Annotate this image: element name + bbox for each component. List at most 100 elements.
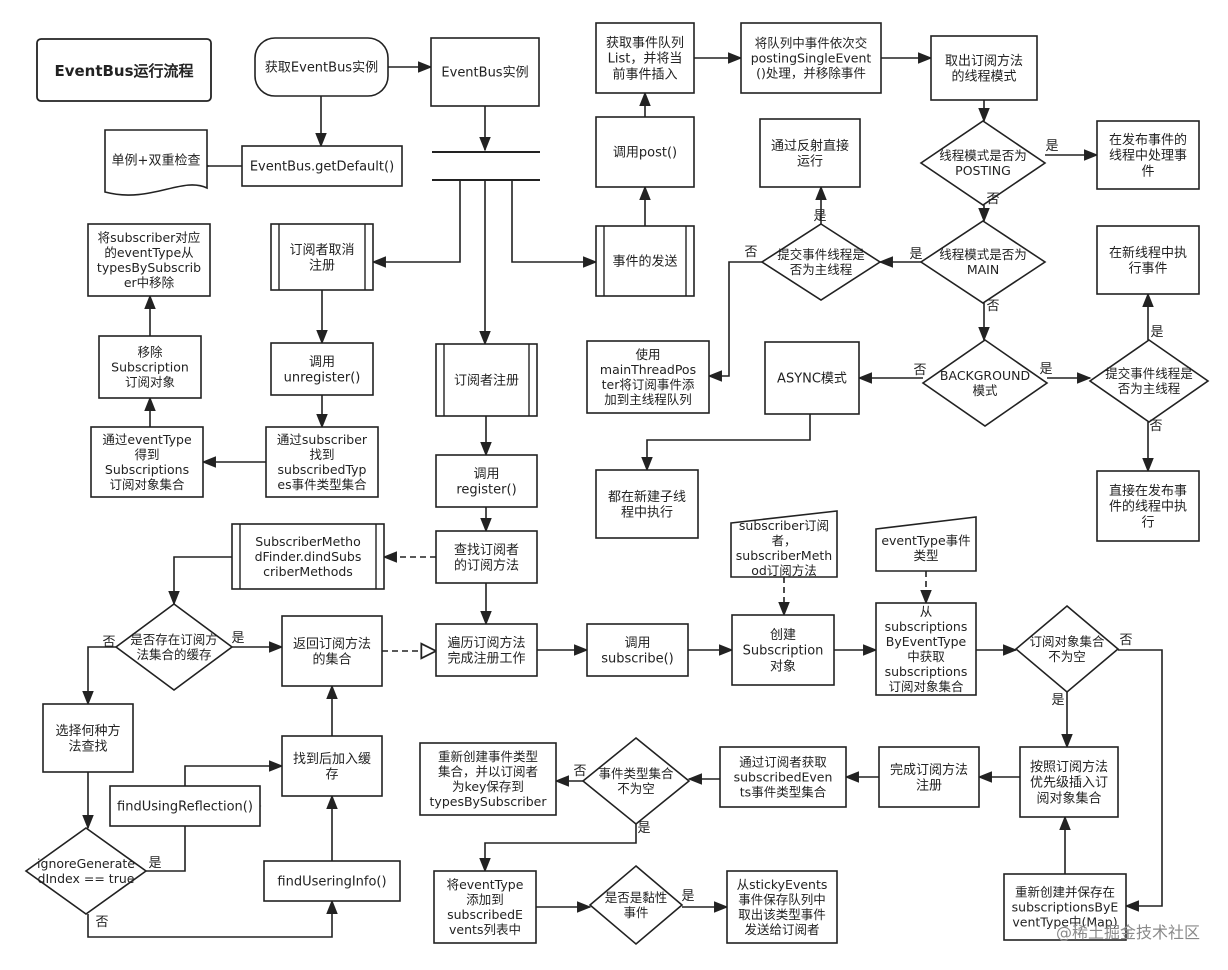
find_reflection-label: findUsingReflection() xyxy=(117,800,253,815)
eventbus_instance-label: EventBus实例 xyxy=(441,66,528,81)
node-iterate-methods: 遍历订阅方法完成注册工作 xyxy=(435,623,538,677)
edge-label-9: 否 xyxy=(95,915,108,930)
node-cache-exists: 是否存在订阅方法集合的缓存 xyxy=(114,603,234,691)
find_methods-label: 查找订阅者的订阅方法 xyxy=(454,543,519,574)
register-label: 订阅者注册 xyxy=(454,374,519,389)
connector-28 xyxy=(1118,649,1163,912)
edge-label-13: 是 xyxy=(813,209,826,224)
new_thread_exec-label: 都在新建子线程中执行 xyxy=(608,489,686,521)
node-new-thread-exec: 都在新建子线程中执行 xyxy=(595,469,699,539)
iterate_methods-label: 遍历订阅方法完成注册工作 xyxy=(447,635,525,667)
node-eventtype-note: eventType事件类型 xyxy=(875,516,977,572)
node-post-event: 事件的发送 xyxy=(595,225,695,297)
edge-label-19: 否 xyxy=(1149,419,1162,434)
edge-label-3: 否 xyxy=(1119,633,1132,648)
edge-label-4: 是 xyxy=(1051,693,1064,708)
edge-label-10: 是 xyxy=(1045,139,1058,154)
find_info-label: findUseringInfo() xyxy=(277,875,386,890)
connector-39 xyxy=(87,899,338,938)
add_cache-label: 找到后加入缓存 xyxy=(293,752,371,783)
node-find-reflection: findUsingReflection() xyxy=(109,785,261,827)
edge-label-16: 否 xyxy=(913,363,926,378)
get_instance-label: 获取EventBus实例 xyxy=(265,61,378,76)
edge-label-18: 是 xyxy=(1150,325,1163,340)
post_event-label: 事件的发送 xyxy=(612,254,677,270)
node-register: 订阅者注册 xyxy=(435,343,538,417)
eventtype_note-label: eventType事件类型 xyxy=(881,533,970,563)
new_thread_run-label: 在新线程中执行事件 xyxy=(1109,245,1187,277)
node-add-cache: 找到后加入缓存 xyxy=(281,735,383,797)
reflect_run-label: 通过反射直接运行 xyxy=(771,138,849,170)
connector-18 xyxy=(82,646,116,706)
node-insert-priority: 按照订阅方法优先级插入订阅对象集合 xyxy=(1019,746,1119,818)
is_main_thread_2-label: 提交事件线程是否为主线程 xyxy=(1105,366,1193,396)
node-is-main-thread-1: 提交事件线程是否为主线程 xyxy=(760,223,882,301)
complete_register-label: 完成订阅方法注册 xyxy=(890,762,968,794)
diagram-title: EventBus运行流程 xyxy=(36,38,212,102)
node-get-instance: 获取EventBus实例 xyxy=(254,37,389,97)
node-complete-register: 完成订阅方法注册 xyxy=(878,746,980,808)
watermark: @稀土掘金技术社区 xyxy=(1056,923,1200,942)
node-get-thread-mode: 取出订阅方法的线程模式 xyxy=(930,35,1038,101)
node-call-post: 调用post() xyxy=(595,116,695,188)
choose_method-label: 选择何种方法查找 xyxy=(55,723,120,755)
node-is-sticky: 是否是黏性事件 xyxy=(588,864,684,946)
async_mode-label: ASYNC模式 xyxy=(777,372,847,387)
edge-label-5: 否 xyxy=(573,764,586,779)
edge-labels: 否是否是否是是是否是否是是否否否是是否 xyxy=(95,139,1163,930)
edge-label-12: 是 xyxy=(909,247,922,262)
return_methods-label: 返回订阅方法的集合 xyxy=(293,636,371,668)
node-find-info: findUseringInfo() xyxy=(263,860,401,902)
node-get-default: EventBus.getDefault() xyxy=(241,145,403,187)
node-find-methods: 查找订阅者的订阅方法 xyxy=(435,530,538,584)
node-direct-run: 直接在发布事件的线程中执行 xyxy=(1096,470,1200,542)
node-unsubscribe: 订阅者取消注册 xyxy=(270,223,374,291)
get_default-label: EventBus.getDefault() xyxy=(250,160,394,175)
connector-5 xyxy=(371,180,461,268)
insert_priority-label: 按照订阅方法优先级插入订阅对象集合 xyxy=(1030,759,1108,806)
cache_exists-label: 是否存在订阅方法集合的缓存 xyxy=(130,632,218,662)
call_post-label: 调用post() xyxy=(613,146,677,161)
edge-label-15: 否 xyxy=(986,299,999,314)
node-types-not-empty: 事件类型集合不为空 xyxy=(581,736,691,826)
is_sticky-label: 是否是黏性事件 xyxy=(605,890,668,920)
edge-label-6: 是 xyxy=(637,821,650,836)
types_not_empty-label: 事件类型集合不为空 xyxy=(598,766,674,796)
edge-label-14: 否 xyxy=(744,245,757,260)
is_main_thread_1-label: 提交事件线程是否为主线程 xyxy=(777,247,865,277)
